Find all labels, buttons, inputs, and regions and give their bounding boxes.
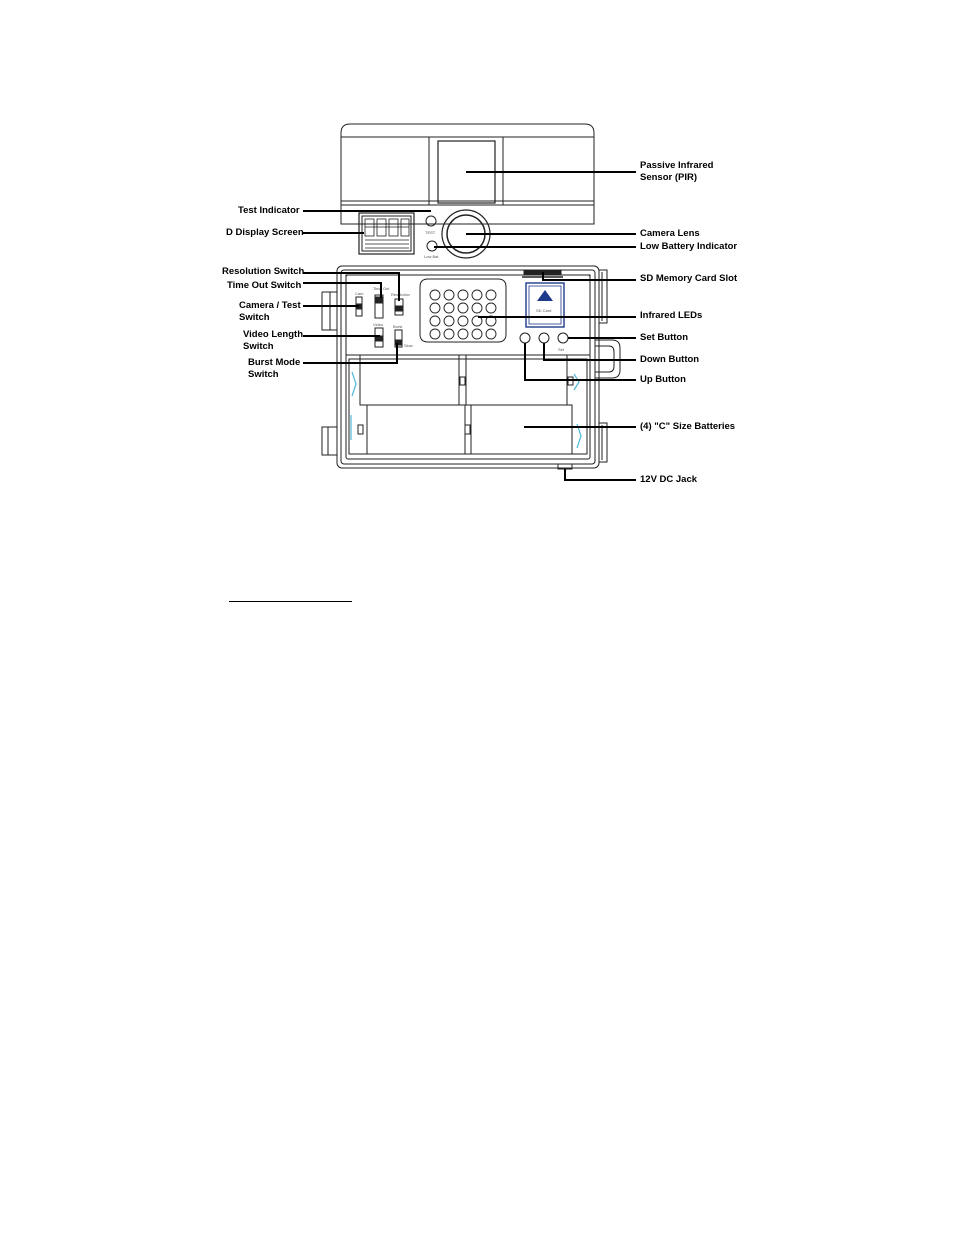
- label-down-button: Down Button: [640, 354, 700, 365]
- burst-mode-switch: [394, 329, 403, 348]
- up-button: [519, 332, 531, 344]
- label-burst-mode-switch: Burst Mode Switch: [248, 357, 301, 380]
- resolution-print: Resolution: [391, 292, 410, 297]
- leader-down: [543, 343, 636, 361]
- label-time-out-switch: Time Out Switch: [227, 280, 302, 291]
- label-batteries: (4) "C" Size Batteries: [640, 421, 736, 432]
- ir-led: [471, 315, 483, 327]
- test-indicator-led: [425, 215, 437, 227]
- ir-led: [443, 302, 455, 314]
- label-video-length-switch: Video Length Switch: [243, 329, 303, 352]
- set-button: [557, 332, 569, 344]
- camera-lower-body: [336, 265, 600, 469]
- label-dc-jack: 12V DC Jack: [640, 474, 698, 485]
- ir-led: [471, 302, 483, 314]
- label-camera-test-switch: Camera / Test Switch: [239, 300, 301, 323]
- down-button: [538, 332, 550, 344]
- ir-led: [457, 315, 469, 327]
- ir-led: [485, 328, 497, 340]
- battery-compartment: [348, 358, 588, 455]
- ir-led: [429, 315, 441, 327]
- label-display-screen: D Display Screen: [226, 227, 304, 238]
- slow-print: Slow: [404, 343, 413, 348]
- set-print: Set: [558, 347, 565, 352]
- leader-sd-slot: [542, 272, 636, 281]
- video-print: Video: [373, 322, 384, 327]
- ir-led: [457, 289, 469, 301]
- ir-led: [471, 289, 483, 301]
- label-test-indicator: Test Indicator: [238, 205, 300, 216]
- time-out-switch: [374, 294, 384, 319]
- low-bat-print: Low Bat: [424, 254, 439, 259]
- ir-led: [471, 328, 483, 340]
- ir-led: [429, 289, 441, 301]
- underline-divider: [229, 601, 352, 602]
- leader-up: [524, 343, 636, 381]
- battery: [366, 404, 466, 455]
- ir-led: [443, 315, 455, 327]
- camera-top-housing: [340, 123, 595, 225]
- sd-card: [525, 282, 565, 328]
- infrared-led-panel: [419, 278, 507, 343]
- label-pir: Passive Infrared Sensor (PIR): [640, 160, 714, 183]
- ir-led: [443, 289, 455, 301]
- ir-led: [429, 302, 441, 314]
- label-resolution-switch: Resolution Switch: [222, 266, 305, 277]
- ir-led: [485, 289, 497, 301]
- leader-dc-jack: [564, 469, 636, 481]
- sd-card-print: SD Card: [536, 308, 551, 313]
- ir-led: [457, 302, 469, 314]
- label-low-battery: Low Battery Indicator: [640, 241, 738, 252]
- cam-print: Cam: [355, 291, 364, 296]
- sd-card-arrow-icon: [537, 290, 553, 301]
- label-camera-lens: Camera Lens: [640, 228, 700, 239]
- label-set-button: Set Button: [640, 332, 689, 343]
- test-print: TEST: [425, 230, 436, 235]
- burst-print: Burst: [393, 324, 403, 329]
- ir-led: [429, 328, 441, 340]
- leader-time-out: [303, 282, 382, 298]
- battery: [470, 404, 573, 455]
- label-infrared-leds: Infrared LEDs: [640, 310, 703, 321]
- label-up-button: Up Button: [640, 374, 686, 385]
- label-sd-slot: SD Memory Card Slot: [640, 273, 738, 284]
- video-length-switch: [374, 327, 384, 348]
- ir-led: [485, 302, 497, 314]
- leader-resolution: [303, 272, 400, 301]
- leader-burst: [303, 343, 398, 364]
- ir-led: [443, 328, 455, 340]
- ir-led: [457, 328, 469, 340]
